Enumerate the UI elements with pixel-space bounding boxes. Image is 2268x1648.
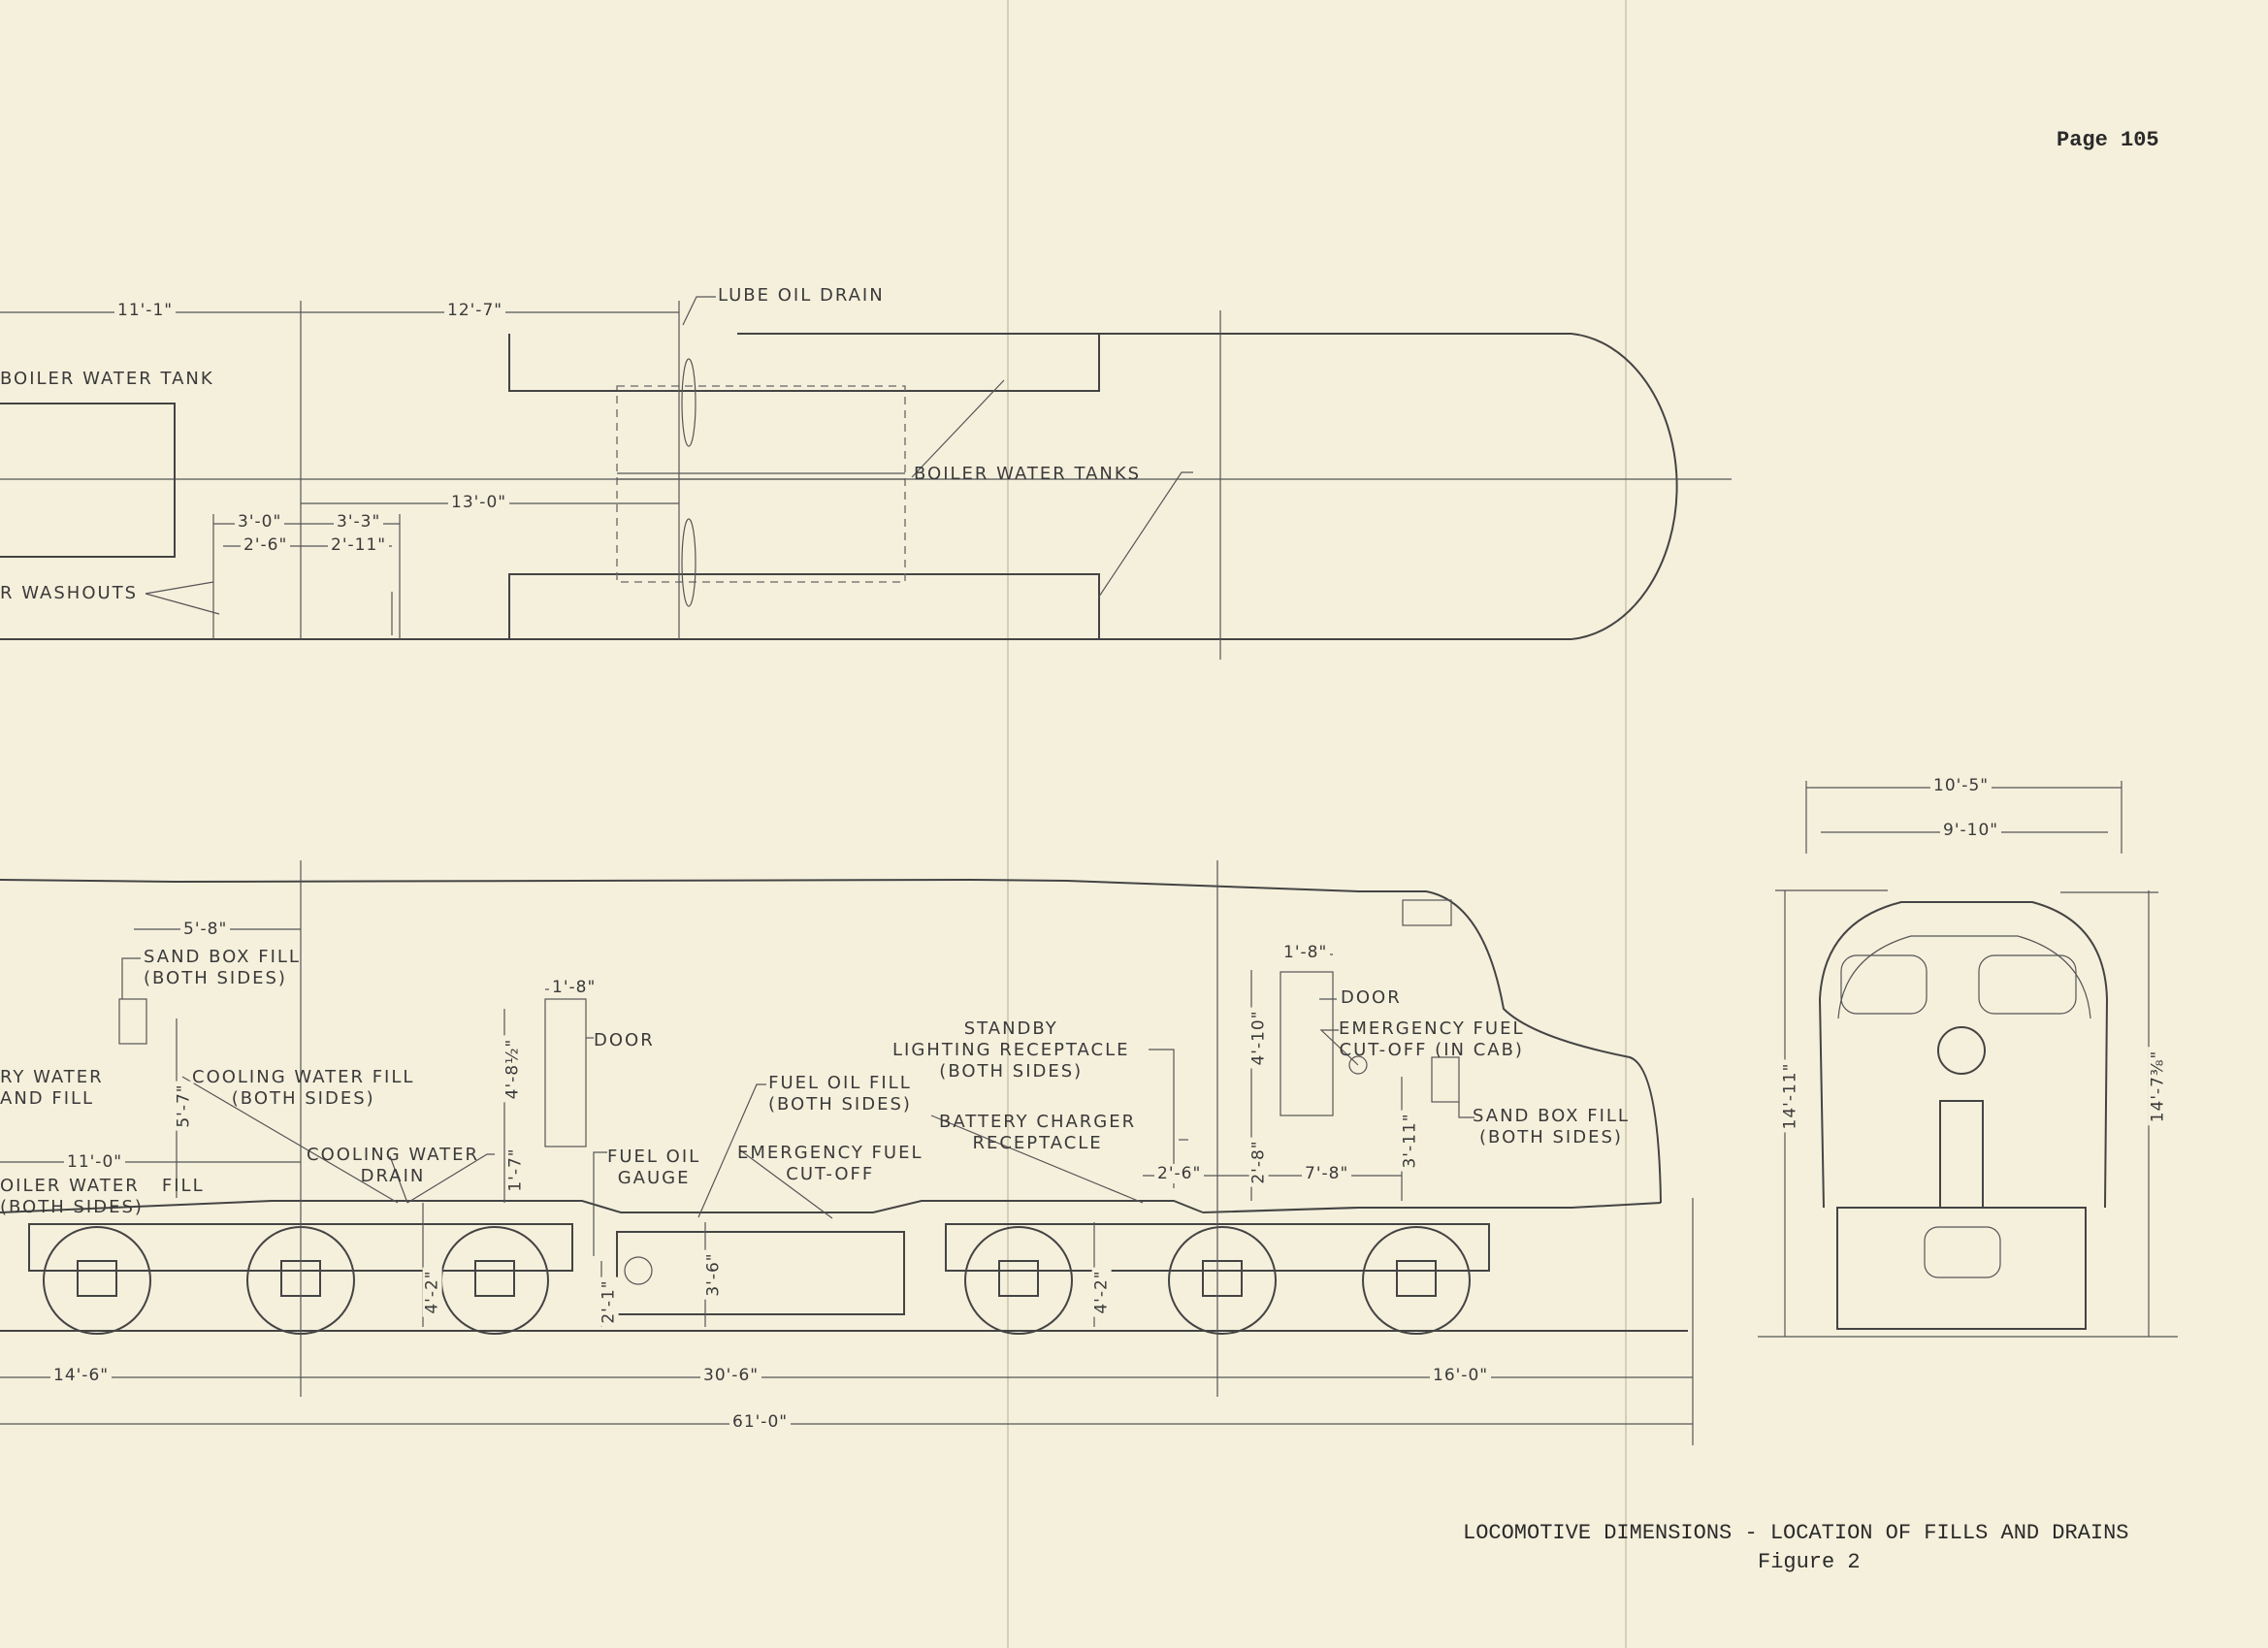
sand-box-fill-rear-label: SAND BOX FILL (BOTH SIDES) [144,947,301,988]
dim-5-8: 5'-8" [180,920,231,939]
dim-11-1: 11'-1" [114,301,177,320]
emergency-fuel-cab-label: EMERGENCY FUEL CUT-OFF (IN CAB) [1339,1018,1525,1060]
fuel-oil-gauge-label: FUEL OIL GAUGE [607,1147,701,1188]
dim-2-6: 2'-6" [1154,1164,1205,1183]
dim-14-6: 14'-6" [50,1366,113,1385]
sand-box-fill-front-label: SAND BOX FILL (BOTH SIDES) [1473,1106,1630,1147]
fuel-oil-fill-label: FUEL OIL FILL (BOTH SIDES) [768,1073,912,1115]
dim-2-8: 2'-8" [1248,1137,1269,1187]
dim-4-10: 4'-10" [1248,1007,1269,1069]
boiler-water-tanks-label: BOILER WATER TANKS [914,464,1142,484]
door-rear-label: DOOR [594,1030,655,1050]
dim-14-7-3-8: 14'-7⅜" [2148,1047,2168,1126]
dim-2-11: 2'-11" [328,535,390,555]
dim-3-6: 3'-6" [703,1249,724,1300]
plan-view-outline [0,296,1732,660]
battery-charger-label: BATTERY CHARGER RECEPTACLE [939,1112,1137,1153]
lube-oil-drain-label: LUBE OIL DRAIN [718,285,885,306]
dim-5-7: 5'-7" [174,1081,194,1131]
dim-61-0: 61'-0" [729,1412,792,1432]
ry-water-and-fill-label: RY WATER AND FILL [0,1067,104,1109]
dim-3-11: 3'-11" [1400,1110,1420,1172]
dim-1-8-front: 1'-8" [1280,943,1331,962]
emergency-fuel-cutoff-label: EMERGENCY FUEL CUT-OFF [737,1143,923,1184]
dim-1-7: 1'-7" [505,1145,526,1195]
end-view-outline [1758,781,2178,1338]
dim-12-7: 12'-7" [444,301,506,320]
dim-7-8: 7'-8" [1302,1164,1352,1183]
cooling-water-fill-label: COOLING WATER FILL (BOTH SIDES) [192,1067,415,1109]
dim-4-2-front: 4'-2" [1091,1267,1112,1317]
dim-13-0: 13'-0" [448,493,510,512]
fold-line [1007,0,1009,1648]
dim-4-2-rear: 4'-2" [422,1267,442,1317]
dim-9-10: 9'-10" [1940,821,2002,840]
boiler-water-tank-label: BOILER WATER TANK [0,369,214,389]
washouts-label: R WASHOUTS [0,583,139,603]
dim-30-6: 30'-6" [700,1366,762,1385]
page-number: Page 105 [2057,128,2159,152]
fold-line [1625,0,1627,1648]
dim-1-8-rear: 1'-8" [549,978,599,997]
cooling-water-drain-label: COOLING WATER DRAIN [307,1145,479,1186]
dim-3-3: 3'-3" [334,512,384,532]
dim-2-1: 2'-1" [599,1276,619,1327]
standby-lighting-label: STANDBY LIGHTING RECEPTACLE (BOTH SIDES) [892,1018,1130,1082]
figure-title: LOCOMOTIVE DIMENSIONS - LOCATION OF FILL… [1463,1521,2129,1545]
figure-number: Figure 2 [1758,1550,1861,1574]
dim-14-11: 14'-11" [1780,1059,1800,1133]
dim-4-8-half: 4'-8½" [502,1035,523,1103]
boiler-water-fill-label: OILER WATER FILL (BOTH SIDES) [0,1176,205,1217]
dim-3-0: 3'-0" [235,512,285,532]
door-front-label: DOOR [1341,987,1402,1008]
dim-11-0: 11'-0" [64,1152,126,1172]
dim-2-6: 2'-6" [241,535,291,555]
dim-16-0: 16'-0" [1430,1366,1492,1385]
dim-10-5: 10'-5" [1930,776,1993,795]
